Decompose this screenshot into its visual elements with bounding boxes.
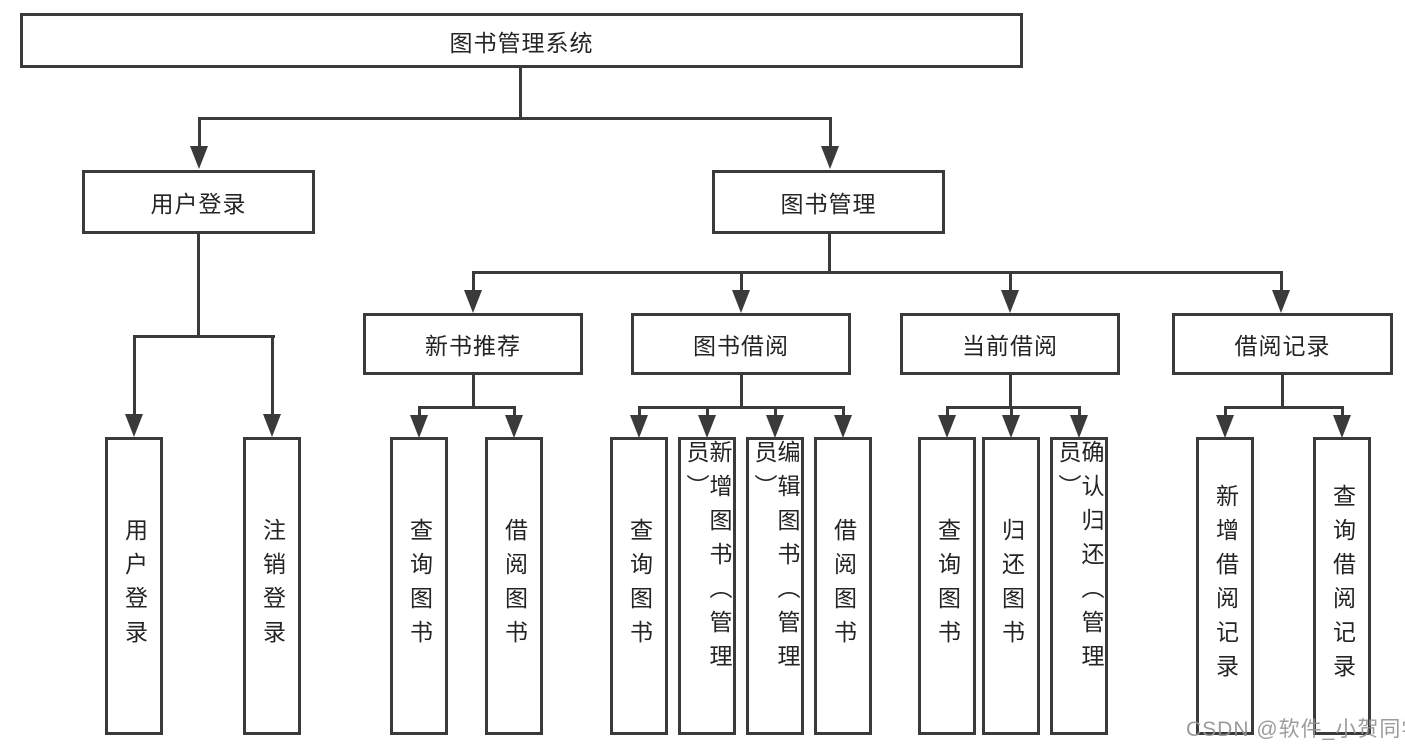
node-new-book-recommend: 新书推荐 <box>363 313 583 375</box>
leaf-query-books-current: 查询图书 <box>918 437 976 735</box>
leaf-label: 查询图书 <box>406 518 433 654</box>
connector <box>740 375 743 407</box>
arrowhead-down-icon <box>1272 290 1290 313</box>
leaf-edit-books-admin: 编辑图书（管理员） <box>746 437 804 735</box>
arrowhead-down-icon <box>732 290 750 313</box>
connector <box>513 406 516 418</box>
connector <box>774 406 777 418</box>
arrowhead-down-icon <box>1333 415 1351 438</box>
arrowhead-down-icon <box>505 415 523 438</box>
leaf-query-books-recommend: 查询图书 <box>390 437 448 735</box>
node-label: 当前借阅 <box>962 333 1058 359</box>
connector <box>1078 406 1081 418</box>
leaf-add-books-admin: 新增图书（管理员） <box>678 437 736 735</box>
node-user-login: 用户登录 <box>82 170 315 234</box>
arrowhead-down-icon <box>1002 415 1020 438</box>
arrowhead-down-icon <box>821 146 839 169</box>
connector <box>1281 375 1284 407</box>
arrowhead-down-icon <box>698 415 716 438</box>
connector <box>271 335 274 417</box>
connector <box>638 406 641 418</box>
connector <box>828 234 831 272</box>
node-current-borrow: 当前借阅 <box>900 313 1120 375</box>
leaf-borrow-books-recommend: 借阅图书 <box>485 437 543 735</box>
connector <box>472 375 475 407</box>
connector <box>1280 271 1283 292</box>
connector <box>133 335 136 417</box>
connector <box>947 406 1080 409</box>
leaf-label: 注销登录 <box>259 518 286 654</box>
leaf-logout: 注销登录 <box>243 437 301 735</box>
arrowhead-down-icon <box>190 146 208 169</box>
arrowhead-down-icon <box>125 414 143 437</box>
connector <box>133 335 275 338</box>
connector <box>1010 406 1013 418</box>
node-label: 图书管理 <box>780 191 877 217</box>
leaf-label: 编辑图书（管理员） <box>751 440 800 678</box>
arrowhead-down-icon <box>766 415 784 438</box>
node-library-system-root: 图书管理系统 <box>20 13 1023 68</box>
leaf-label: 查询图书 <box>934 518 961 654</box>
node-label: 图书借阅 <box>693 333 789 359</box>
connector <box>829 117 832 149</box>
connector <box>198 117 201 149</box>
connector <box>1224 406 1227 418</box>
connector <box>740 271 743 292</box>
connector <box>1009 375 1012 407</box>
connector <box>842 406 845 418</box>
node-label: 图书管理系统 <box>449 29 594 56</box>
csdn-watermark: CSDN @软件_小贺同学 <box>1186 718 1405 741</box>
arrowhead-down-icon <box>1001 290 1019 313</box>
leaf-label: 借阅图书 <box>830 518 857 654</box>
connector <box>1009 271 1012 292</box>
leaf-label: 新增图书（管理员） <box>683 440 732 678</box>
node-book-management: 图书管理 <box>712 170 945 234</box>
connector <box>706 406 709 418</box>
connector <box>419 406 515 409</box>
node-label: 新书推荐 <box>425 333 521 359</box>
leaf-confirm-return-admin: 确认归还（管理员） <box>1050 437 1108 735</box>
leaf-query-borrow-record: 查询借阅记录 <box>1313 437 1371 735</box>
connector <box>472 271 475 292</box>
connector <box>198 117 832 120</box>
connector <box>946 406 949 418</box>
connector <box>197 234 200 336</box>
leaf-label: 确认归还（管理员） <box>1055 440 1104 678</box>
leaf-label: 查询图书 <box>626 518 653 654</box>
node-book-borrow: 图书借阅 <box>631 313 851 375</box>
node-borrow-record: 借阅记录 <box>1172 313 1393 375</box>
node-label: 借阅记录 <box>1234 333 1331 359</box>
connector <box>1341 406 1344 418</box>
arrowhead-down-icon <box>834 415 852 438</box>
leaf-label: 新增借阅记录 <box>1212 484 1239 688</box>
leaf-return-books: 归还图书 <box>982 437 1040 735</box>
arrowhead-down-icon <box>1070 415 1088 438</box>
leaf-label: 归还图书 <box>998 518 1025 654</box>
arrowhead-down-icon <box>1216 415 1234 438</box>
leaf-label: 用户登录 <box>121 518 148 654</box>
leaf-label: 查询借阅记录 <box>1329 484 1356 688</box>
leaf-borrow-books: 借阅图书 <box>814 437 872 735</box>
node-label: 用户登录 <box>150 191 247 217</box>
leaf-user-login: 用户登录 <box>105 437 163 735</box>
arrowhead-down-icon <box>464 290 482 313</box>
connector <box>472 271 1283 274</box>
connector <box>1225 406 1343 409</box>
arrowhead-down-icon <box>630 415 648 438</box>
leaf-label: 借阅图书 <box>501 518 528 654</box>
connector <box>639 406 844 409</box>
connector <box>418 406 421 418</box>
arrowhead-down-icon <box>410 415 428 438</box>
arrowhead-down-icon <box>938 415 956 438</box>
arrowhead-down-icon <box>263 414 281 437</box>
leaf-add-borrow-record: 新增借阅记录 <box>1196 437 1254 735</box>
connector <box>519 66 522 118</box>
leaf-query-books-borrow: 查询图书 <box>610 437 668 735</box>
